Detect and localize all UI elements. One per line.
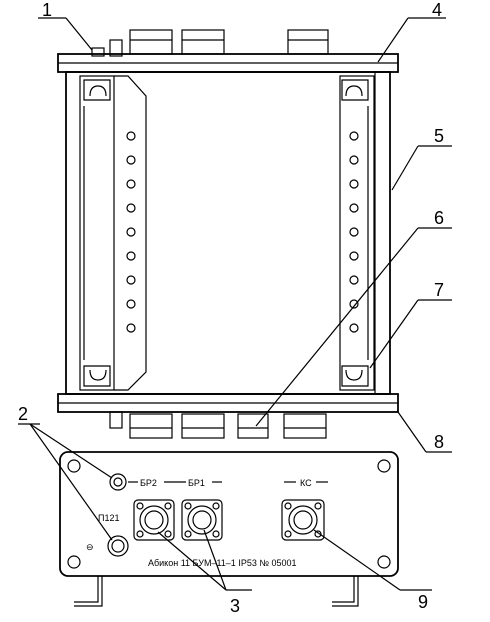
connector-bottom-4 <box>283 413 327 439</box>
cable-gland-small <box>109 39 123 57</box>
connector-br1 <box>181 499 223 541</box>
indicator-lamp <box>109 473 127 491</box>
callout-5: 5 <box>434 126 444 146</box>
right-hook-bottom <box>341 365 369 387</box>
callout-9: 9 <box>418 592 428 612</box>
right-hole-row <box>349 131 359 333</box>
callout-1: 1 <box>42 0 52 20</box>
callout-8: 8 <box>434 432 444 452</box>
br2-label: БР2 <box>140 478 157 488</box>
callout-leaders <box>18 17 452 591</box>
screw-icon <box>67 459 81 473</box>
cable-gland-top <box>91 47 105 57</box>
front-panel <box>59 451 399 577</box>
br1-label: БР1 <box>188 478 205 488</box>
mounting-foot-right <box>332 576 355 603</box>
callout-2: 2 <box>18 404 28 424</box>
callout-7: 7 <box>434 280 444 300</box>
left-mounting-bracket <box>79 75 147 391</box>
connector-top-2 <box>181 29 225 55</box>
screw-icon <box>377 555 391 569</box>
callout-3: 3 <box>230 596 240 616</box>
bottom-connectors <box>109 411 327 439</box>
left-hole-row <box>126 131 136 333</box>
left-hook-top <box>83 79 111 101</box>
screw-icon <box>67 555 81 569</box>
right-bracket-rail <box>339 75 375 391</box>
fuse-label: П121 <box>98 513 120 523</box>
ks-label: КС <box>300 478 312 488</box>
connector-bottom-1 <box>129 413 173 439</box>
mounting-foot-left <box>74 576 99 603</box>
callout-4: 4 <box>432 0 442 20</box>
screw-icon <box>377 459 391 473</box>
left-hook-bottom <box>83 365 111 387</box>
enclosure-top-view <box>57 29 399 439</box>
connector-br2 <box>133 499 175 541</box>
left-bracket-rail <box>79 75 115 391</box>
cable-gland-bottom <box>109 411 123 429</box>
connector-top-1 <box>129 29 173 55</box>
fuse-holder <box>107 535 129 557</box>
connector-bottom-3 <box>237 413 269 439</box>
callout-6: 6 <box>434 208 444 228</box>
top-connectors <box>91 29 329 57</box>
front-panel-view: П121 ⊖ БР2 БР1 КС <box>59 451 399 607</box>
fuse-symbol-icon: ⊖ <box>86 542 94 552</box>
connector-ks <box>281 499 325 541</box>
nameplate-text: Абикон 11 БУМ–11–1 IP53 № 05001 <box>148 558 297 568</box>
right-hook-top <box>341 79 369 101</box>
connector-bottom-2 <box>181 413 225 439</box>
right-mounting-bracket <box>339 75 375 391</box>
callout-numbers: 1 2 3 4 5 6 7 8 9 <box>18 0 444 616</box>
connector-top-3 <box>287 29 329 55</box>
